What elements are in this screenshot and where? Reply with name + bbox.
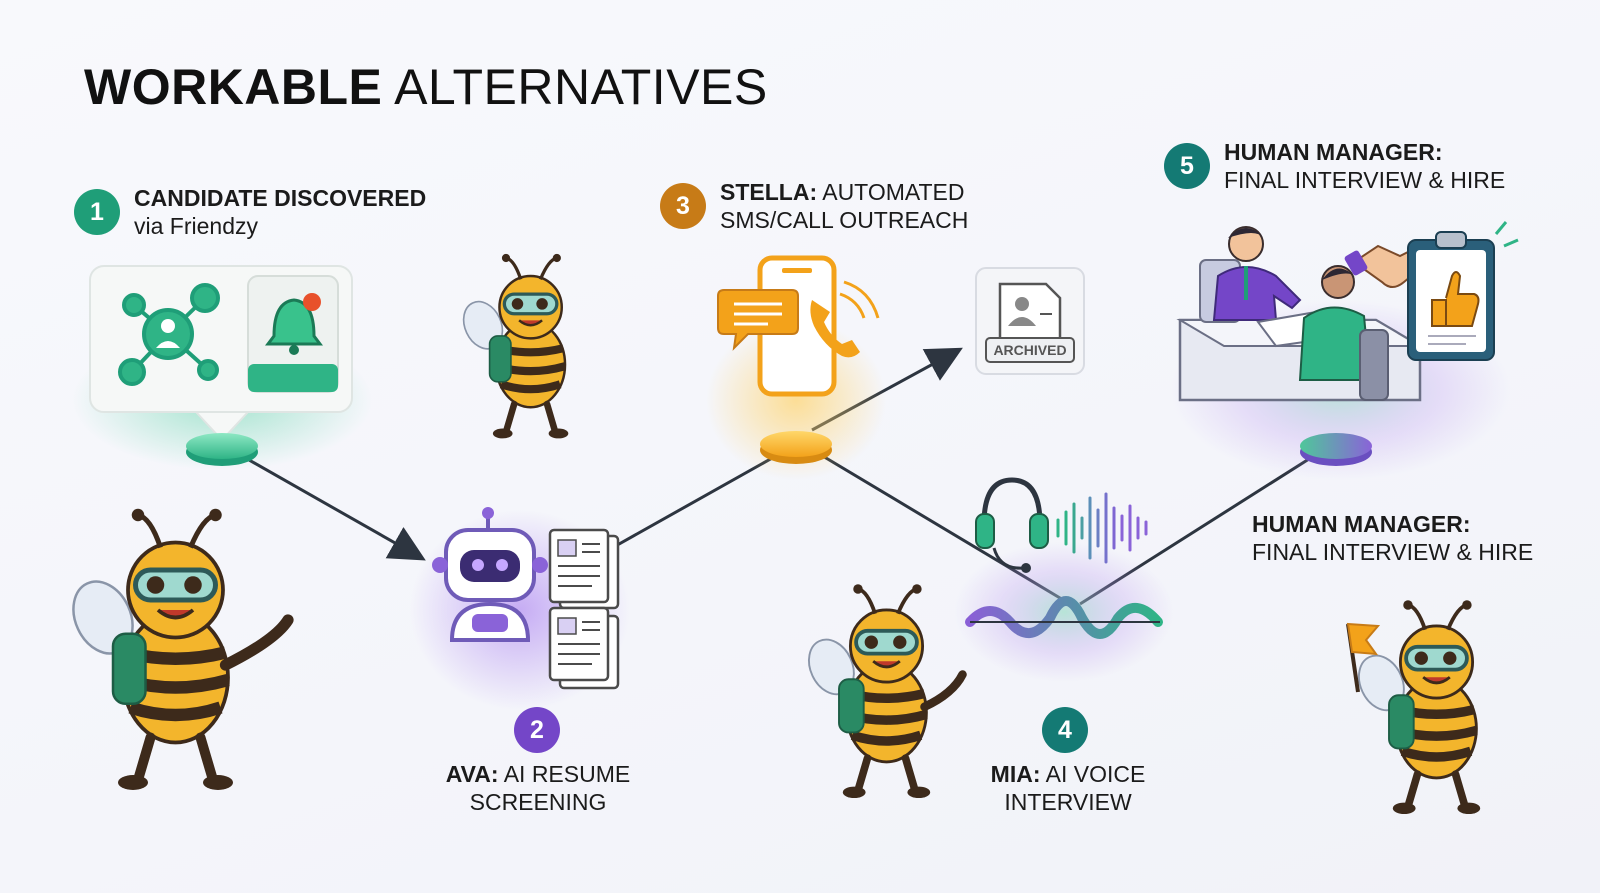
step-1-title: CANDIDATE DISCOVERED bbox=[134, 185, 427, 211]
soundwave-icon bbox=[1056, 492, 1148, 564]
step-1-label: 1 CANDIDATE DISCOVERED via Friendzy bbox=[74, 184, 426, 240]
step-4-subtitle: INTERVIEW bbox=[1004, 789, 1132, 815]
headset-icon bbox=[975, 477, 1049, 573]
resume-icon bbox=[548, 528, 620, 690]
step-3-title-bold: STELLA: bbox=[720, 179, 818, 205]
step-5-label: 5 HUMAN MANAGER: FINAL INTERVIEW & HIRE bbox=[1164, 138, 1505, 194]
robot-icon bbox=[432, 507, 548, 642]
step-3-label: 3 STELLA: AUTOMATED SMS/CALL OUTREACH bbox=[660, 178, 968, 234]
bee-mascot-icon bbox=[800, 584, 967, 798]
archive-icon bbox=[998, 282, 1062, 342]
side-manager-subtitle: FINAL INTERVIEW & HIRE bbox=[1252, 539, 1534, 565]
step-3-title-rest: AUTOMATED bbox=[822, 179, 965, 205]
step-1-badge: 1 bbox=[74, 189, 120, 235]
step-3-subtitle: SMS/CALL OUTREACH bbox=[720, 207, 969, 233]
outreach-art bbox=[706, 255, 886, 480]
step-4-badge: 4 bbox=[1042, 707, 1088, 753]
bell-icon bbox=[265, 293, 323, 355]
node-disc-5 bbox=[1300, 433, 1372, 459]
archived-label: ARCHIVED bbox=[993, 342, 1067, 358]
step-2-label: AVA: AI RESUME SCREENING bbox=[418, 760, 658, 816]
chat-bubble-icon bbox=[717, 289, 799, 351]
node-disc-3 bbox=[760, 431, 832, 457]
waveform-graphic bbox=[965, 596, 1163, 639]
discovery-panel bbox=[72, 265, 372, 470]
title-light: ALTERNATIVES bbox=[394, 59, 768, 115]
step-1-subtitle: via Friendzy bbox=[134, 213, 258, 239]
bee-mascot-icon bbox=[456, 254, 568, 439]
step-5-title: HUMAN MANAGER: bbox=[1224, 139, 1443, 165]
step-4-badge-wrap: 4 bbox=[1042, 707, 1088, 753]
step-4-title-bold: MIA: bbox=[990, 761, 1041, 787]
step-4-title-rest: AI VOICE bbox=[1045, 761, 1146, 787]
step-2-badge: 2 bbox=[514, 707, 560, 753]
step-4-label: MIA: AI VOICE INTERVIEW bbox=[948, 760, 1188, 816]
node-disc-1 bbox=[186, 433, 258, 459]
bee-mascot-icon bbox=[62, 509, 294, 790]
step-5-subtitle: FINAL INTERVIEW & HIRE bbox=[1224, 167, 1506, 193]
step-3-badge: 3 bbox=[660, 183, 706, 229]
flag-icon bbox=[1346, 622, 1381, 693]
resume-screening-art bbox=[410, 507, 630, 710]
clipboard-thumbs-up-icon bbox=[1407, 221, 1519, 361]
step-2-badge-wrap: 2 bbox=[514, 707, 560, 753]
side-manager-label: HUMAN MANAGER: FINAL INTERVIEW & HIRE bbox=[1252, 510, 1533, 566]
step-2-title-bold: AVA: bbox=[445, 761, 499, 787]
title-bold: WORKABLE bbox=[84, 59, 383, 115]
side-manager-title: HUMAN MANAGER: bbox=[1252, 511, 1471, 537]
archived-card bbox=[975, 267, 1085, 375]
step-2-title-rest: AI RESUME bbox=[503, 761, 631, 787]
step-2-subtitle: SCREENING bbox=[469, 789, 607, 815]
final-interview-art bbox=[1170, 221, 1519, 480]
network-icon bbox=[118, 283, 220, 386]
step-5-badge: 5 bbox=[1164, 143, 1210, 189]
voice-interview-art bbox=[954, 477, 1174, 682]
page-title: WORKABLE ALTERNATIVES bbox=[84, 58, 768, 116]
